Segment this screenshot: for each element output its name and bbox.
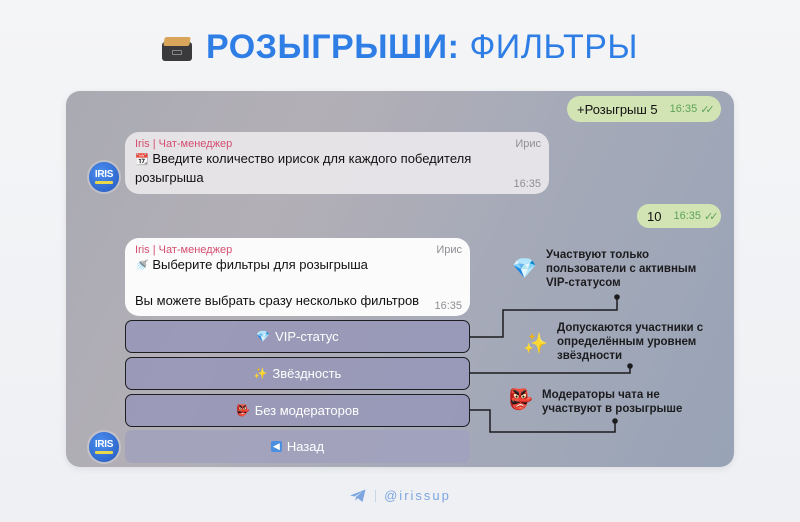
shower-icon: 🚿 [135,260,149,272]
calendar-icon: 📆 [135,154,149,166]
message-text: +Розыгрыш 5 [577,101,658,117]
sender-name[interactable]: Iris | Чат-менеджер [135,138,233,150]
button-label: Назад [286,439,325,454]
goblin-mask-icon: 👺 [235,405,250,417]
button-label: Звёздность [272,366,342,381]
button-label: VIP-статус [275,329,339,344]
page-title: РОЗЫГРЫШИ: ФИЛЬТРЫ [0,28,800,67]
double-check-icon: ✓✓ [700,103,715,116]
sender-role: Ирис [515,138,541,150]
annotation-vip: Участвуют только пользователи с активным… [546,249,697,289]
message-text: Выберите фильтры для розыгрыша [152,257,368,272]
avatar[interactable]: IRIS [89,432,119,462]
title-light-text: ФИЛЬТРЫ [469,28,638,66]
card-file-box-icon [162,35,192,61]
outgoing-message: +Розыгрыш 5 16:35 ✓✓ [567,96,721,122]
message-text-line2: Вы можете выбрать сразу несколько фильтр… [135,293,420,308]
sender-name[interactable]: Iris | Чат-менеджер [135,244,233,256]
annotation-stardom: Допускаются участники с определённым уро… [557,322,704,362]
telegram-icon [350,489,366,502]
message-time: 16:35 [669,103,698,115]
incoming-message: Iris | Чат-менеджер Ирис 🚿 Выберите филь… [125,238,470,316]
back-arrow-icon: ◀ [270,441,282,452]
outgoing-message: 10 16:35 ✓✓ [637,204,721,228]
double-check-icon: ✓✓ [704,210,719,223]
incoming-message: Iris | Чат-менеджер Ирис 📆 Введите колич… [125,132,549,194]
goblin-mask-icon: 👺 [508,389,533,411]
back-button[interactable]: ◀ Назад [125,430,470,463]
stardom-button[interactable]: ✨ Звёздность [125,357,470,390]
button-label: Без модераторов [254,403,360,418]
title-bold-text: РОЗЫГРЫШИ: [206,28,460,66]
message-text: Введите количество ирисок для каждого по… [152,151,472,166]
message-time: 16:35 [513,178,541,190]
gem-icon: 💎 [256,331,271,343]
sparkles-icon: ✨ [253,368,268,380]
no-moderators-button[interactable]: 👺 Без модераторов [125,394,470,427]
message-text: 10 [647,208,662,224]
footer: @irissup [0,488,800,503]
message-time: 16:35 [434,300,462,312]
message-text-line2: розыгрыша [135,170,204,185]
message-time: 16:35 [673,210,701,222]
vip-status-button[interactable]: 💎 VIP-статус [125,320,470,353]
channel-handle[interactable]: @irissup [384,488,451,503]
avatar[interactable]: IRIS [89,162,119,192]
gem-icon: 💎 [512,258,537,280]
annotation-moderators: Модераторы чата не участвуют в розыгрыше [542,389,683,415]
sparkles-icon: ✨ [523,333,548,355]
sender-role: Ирис [436,244,462,256]
